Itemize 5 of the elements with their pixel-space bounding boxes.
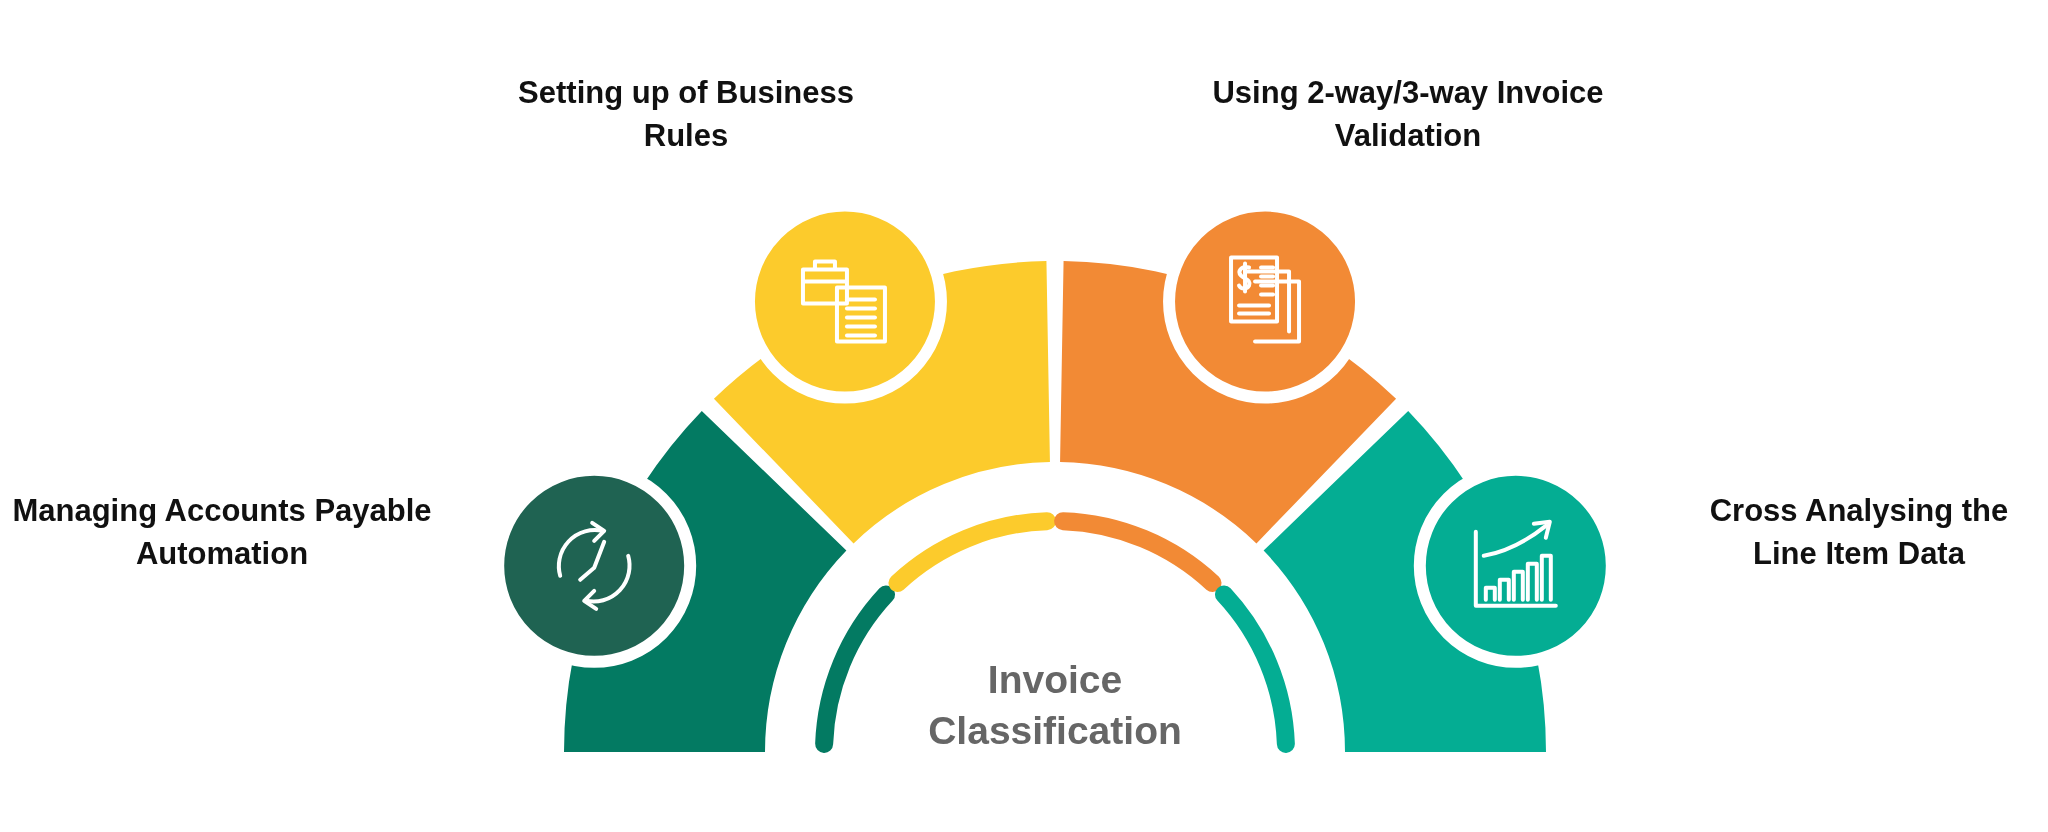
center-heading: Invoice Classification [927, 657, 1183, 754]
step-heading: Using 2-way/3-way Invoice Validation [1211, 74, 1605, 155]
step-heading: Managing Accounts Payable Automation [12, 492, 432, 573]
step-heading: Cross Analysing the Line Item Data [1708, 492, 2010, 573]
step-heading: Setting up of Business Rules [517, 74, 855, 155]
